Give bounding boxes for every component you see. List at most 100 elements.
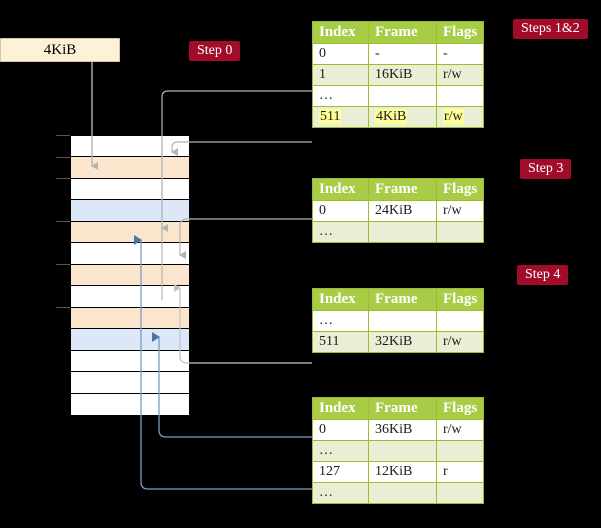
column-header-index: Index: [312, 178, 369, 201]
cell-frame: 4KiB: [368, 106, 437, 128]
cell-frame: 12KiB: [368, 461, 437, 483]
column-header-flags: Flags: [435, 21, 485, 44]
source-frame-box: 4KiB: [0, 38, 120, 62]
memory-column: [70, 135, 190, 415]
cell-flags-text: r/w: [443, 109, 464, 124]
column-header-index: Index: [312, 21, 369, 44]
memory-row: [71, 136, 189, 158]
step-label-step4: Step 4: [517, 265, 569, 286]
cell-index: …: [312, 310, 369, 332]
memory-row: [71, 372, 189, 394]
column-header-index: Index: [312, 288, 369, 311]
page-table-step-4: Index Frame Flags … 511 32KiB r/w: [312, 288, 485, 353]
cell-frame: 24KiB: [368, 200, 437, 222]
step-label-steps12: Steps 1&2: [513, 19, 588, 40]
cell-flags: [435, 221, 485, 243]
connector-table2-row0: [179, 218, 312, 259]
memory-tick: [56, 307, 70, 308]
column-header-index: Index: [312, 397, 369, 420]
cell-flags: r/w: [435, 64, 485, 86]
cell-frame: [368, 440, 437, 462]
cell-flags: r/w: [435, 331, 485, 353]
step-label-step3-text: Step 3: [528, 161, 564, 176]
memory-tick: [56, 157, 70, 158]
table-row: 511 32KiB r/w: [312, 331, 485, 353]
cell-index: …: [312, 221, 369, 243]
cell-flags: [435, 482, 485, 504]
step-label-step0: Step 0: [189, 41, 241, 62]
table-row: 0 36KiB r/w: [312, 419, 485, 441]
memory-row: [71, 221, 189, 244]
memory-tick: [56, 221, 70, 222]
cell-flags: [435, 310, 485, 332]
cell-flags: r/w: [435, 106, 485, 128]
table-header-row: Index Frame Flags: [312, 397, 485, 420]
cell-index: 511: [312, 106, 369, 128]
table-row: 127 12KiB r: [312, 461, 485, 483]
page-table-steps-1-2: Index Frame Flags 0 - - 1 16KiB r/w …: [312, 21, 485, 128]
table-row-highlighted: 511 4KiB r/w: [312, 106, 485, 128]
column-header-frame: Frame: [368, 397, 437, 420]
table-header-row: Index Frame Flags: [312, 288, 485, 311]
source-frame-label: 4KiB: [43, 41, 77, 58]
step-label-step0-text: Step 0: [197, 43, 233, 58]
cell-frame: 36KiB: [368, 419, 437, 441]
cell-index: …: [312, 440, 369, 462]
cell-index: 0: [312, 200, 369, 222]
cell-frame-text: 4KiB: [375, 109, 408, 124]
cell-index: …: [312, 85, 369, 107]
cell-frame: [368, 85, 437, 107]
memory-row: [71, 157, 189, 179]
table-row: 1 16KiB r/w: [312, 64, 485, 86]
connector-table1-row511: [171, 141, 312, 156]
cell-flags: r/w: [435, 200, 485, 222]
table-row: …: [312, 482, 485, 504]
cell-frame: 32KiB: [368, 331, 437, 353]
cell-index: 127: [312, 461, 369, 483]
connector-table3-row511: [174, 284, 312, 364]
page-table-step-3: Index Frame Flags 0 24KiB r/w …: [312, 178, 485, 243]
cell-index: 0: [312, 419, 369, 441]
table-header-row: Index Frame Flags: [312, 178, 485, 201]
memory-row: [71, 178, 189, 201]
column-header-frame: Frame: [368, 178, 437, 201]
table-row: …: [312, 85, 485, 107]
step-label-step4-text: Step 4: [525, 267, 561, 282]
memory-row: [71, 350, 189, 373]
table-row: 0 - -: [312, 43, 485, 65]
memory-row: [71, 393, 189, 415]
memory-row: [71, 243, 189, 265]
column-header-frame: Frame: [368, 288, 437, 311]
table-row: …: [312, 310, 485, 332]
memory-row: [71, 200, 189, 222]
memory-tick: [56, 178, 70, 179]
cell-flags: r/w: [435, 419, 485, 441]
column-header-flags: Flags: [435, 288, 485, 311]
cell-index: 1: [312, 64, 369, 86]
step-label-steps12-text: Steps 1&2: [521, 21, 580, 36]
cell-index: 511: [312, 331, 369, 353]
cell-frame: -: [368, 43, 437, 65]
column-header-flags: Flags: [435, 178, 485, 201]
table-row: …: [312, 440, 485, 462]
cell-flags: [435, 440, 485, 462]
cell-frame: [368, 482, 437, 504]
cell-index: 0: [312, 43, 369, 65]
cell-flags: -: [435, 43, 485, 65]
cell-flags: [435, 85, 485, 107]
cell-flags: r: [435, 461, 485, 483]
cell-frame: [368, 221, 437, 243]
memory-row: [71, 329, 189, 351]
cell-index: …: [312, 482, 369, 504]
memory-tick: [56, 264, 70, 265]
memory-row: [71, 307, 189, 330]
memory-row: [71, 264, 189, 287]
column-header-flags: Flags: [435, 397, 485, 420]
table-row: 0 24KiB r/w: [312, 200, 485, 222]
page-table-final: Index Frame Flags 0 36KiB r/w … 127 12Ki…: [312, 397, 485, 504]
table-row: …: [312, 221, 485, 243]
table-header-row: Index Frame Flags: [312, 21, 485, 44]
cell-frame: 16KiB: [368, 64, 437, 86]
memory-row: [71, 286, 189, 308]
cell-frame: [368, 310, 437, 332]
